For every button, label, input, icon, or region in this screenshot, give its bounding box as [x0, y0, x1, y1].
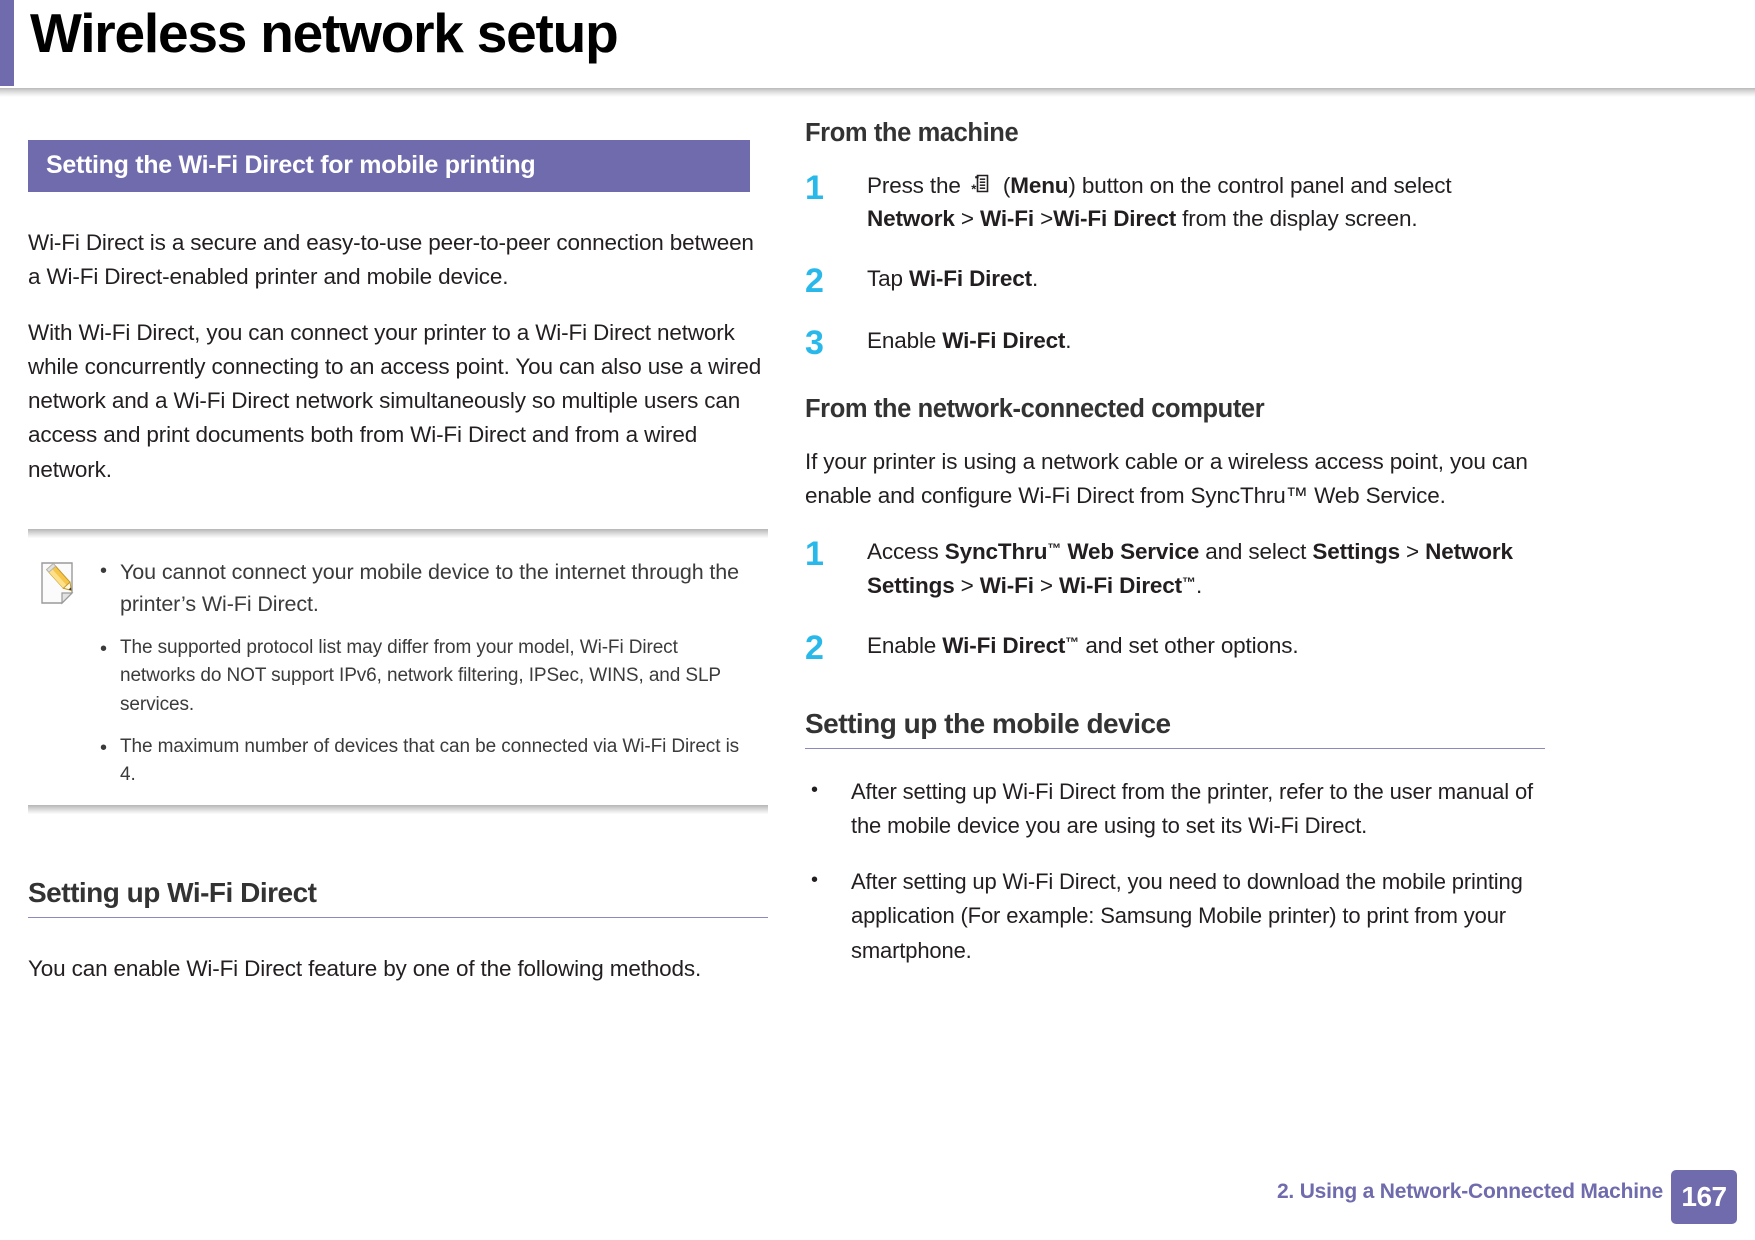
note-item: • The supported protocol list may differ…: [94, 634, 758, 718]
setting-up-wifi-direct-section: Setting up Wi-Fi Direct You can enable W…: [28, 876, 768, 987]
step-number: 1: [805, 535, 824, 574]
step-item: 1 Press the * (Menu) button on the contr…: [805, 169, 1545, 237]
page-header: Wireless network setup: [0, 0, 1755, 100]
list-item-text: After setting up Wi-Fi Direct, you need …: [851, 869, 1523, 963]
step-number: 2: [805, 262, 824, 301]
bullet-glyph: •: [811, 779, 819, 802]
list-item: • After setting up Wi-Fi Direct, you nee…: [805, 865, 1545, 967]
from-network-computer-paragraph: If your printer is using a network cable…: [805, 448, 1528, 508]
note-bullet-list: • You cannot connect your mobile device …: [94, 556, 758, 789]
step-item: 2 Tap Wi-Fi Direct.: [805, 262, 1545, 298]
section-banner: Setting the Wi-Fi Direct for mobile prin…: [28, 140, 750, 192]
list-item: • After setting up Wi-Fi Direct from the…: [805, 775, 1545, 843]
from-network-computer-steps: 1 Access SyncThru™ Web Service and selec…: [805, 535, 1545, 665]
subsection-heading: Setting up Wi-Fi Direct: [28, 876, 317, 908]
from-machine-steps: 1 Press the * (Menu) button on the contr…: [805, 169, 1545, 360]
page-footer: 2. Using a Network-Connected Machine 167: [0, 1170, 1755, 1224]
step-item: 1 Access SyncThru™ Web Service and selec…: [805, 535, 1545, 603]
intro-paragraph-1: Wi-Fi Direct is a secure and easy-to-use…: [28, 229, 754, 289]
list-item-text: After setting up Wi-Fi Direct from the p…: [851, 779, 1534, 839]
svg-text:*: *: [971, 181, 977, 196]
footer-divider: [0, 1172, 1755, 1173]
step-text: Enable Wi-Fi Direct™ and set other optio…: [867, 632, 1299, 658]
note-item: • You cannot connect your mobile device …: [94, 556, 758, 621]
step-number: 1: [805, 168, 824, 207]
note-pencil-icon: [38, 556, 94, 789]
mobile-device-section: Setting up the mobile device • After set…: [805, 707, 1545, 968]
note-bottom-divider: [28, 804, 768, 814]
note-item: • The maximum number of devices that can…: [94, 733, 758, 789]
step-number: 2: [805, 628, 824, 667]
note-bullet-glyph: •: [100, 559, 108, 582]
right-column: From the machine 1 Press the * (Menu) bu…: [805, 118, 1545, 990]
note-item-text: The maximum number of devices that can b…: [120, 735, 740, 785]
note-bullet-glyph: •: [100, 638, 108, 661]
mobile-device-bullet-list: • After setting up Wi-Fi Direct from the…: [805, 775, 1545, 967]
step-item: 3 Enable Wi-Fi Direct.: [805, 324, 1545, 360]
page-number-badge: 167: [1671, 1170, 1737, 1224]
header-accent-bar: [0, 0, 14, 86]
menu-button-icon: *: [970, 173, 994, 197]
mobile-device-divider: [805, 748, 1545, 750]
bullet-glyph: •: [811, 869, 819, 892]
note-bullet-glyph: •: [100, 736, 108, 759]
page-title: Wireless network setup: [30, 2, 619, 64]
step-number: 3: [805, 324, 824, 363]
step-text: Tap Wi-Fi Direct.: [867, 266, 1039, 292]
note-box: • You cannot connect your mobile device …: [28, 528, 768, 814]
from-network-computer-heading: From the network-connected computer: [805, 395, 1265, 424]
left-column: Setting the Wi-Fi Direct for mobile prin…: [28, 140, 768, 1009]
mobile-device-heading: Setting up the mobile device: [805, 707, 1171, 739]
from-machine-heading: From the machine: [805, 119, 1019, 147]
footer-chapter-label: 2. Using a Network-Connected Machine: [1276, 1180, 1663, 1203]
note-top-divider: [28, 528, 768, 538]
step-text: Enable Wi-Fi Direct.: [867, 328, 1072, 354]
subsection-paragraph: You can enable Wi-Fi Direct feature by o…: [28, 956, 702, 982]
subsection-divider: [28, 917, 768, 919]
note-item-text: The supported protocol list may differ f…: [120, 637, 721, 715]
intro-paragraph-2: With Wi-Fi Direct, you can connect your …: [28, 319, 762, 482]
header-divider: [0, 88, 1755, 97]
step-text: Press the * (Menu) button on the control…: [867, 172, 1452, 232]
step-item: 2 Enable Wi-Fi Direct™ and set other opt…: [805, 629, 1545, 665]
step-text: Access SyncThru™ Web Service and select …: [867, 539, 1513, 598]
note-item-text: You cannot connect your mobile device to…: [120, 559, 740, 617]
